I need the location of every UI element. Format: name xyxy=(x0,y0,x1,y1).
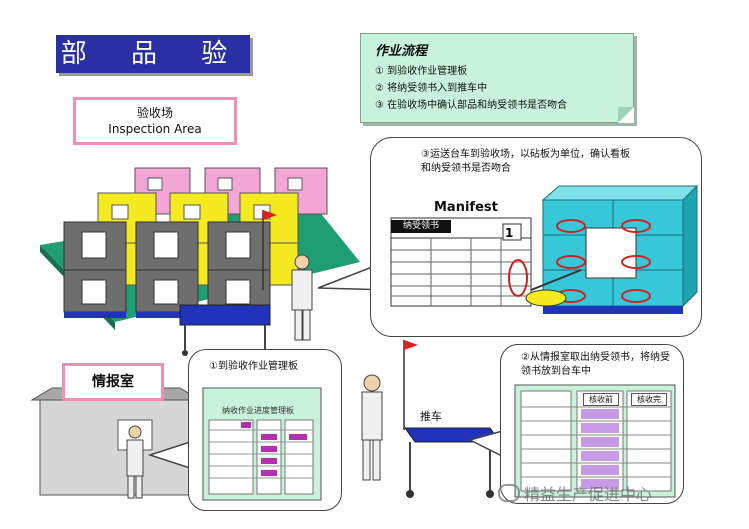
crate-stack-front xyxy=(63,221,271,318)
crate-stack-back xyxy=(134,167,328,215)
inspection-area-label-zh: 验收场 xyxy=(136,106,173,120)
management-board-illustration xyxy=(202,387,322,501)
board-title: 纳收作业进度管理板 xyxy=(222,406,294,415)
column-after-check: 核收完 xyxy=(631,393,667,406)
bubble-step-2: ②从情报室取出纳受领书，将纳受 领书放到台车中 核收前 核收完 xyxy=(500,344,684,504)
cart-label: 推车 xyxy=(420,410,442,423)
document-rack-illustration xyxy=(514,384,676,498)
receipt-document-tag: 纳受领书 xyxy=(391,220,451,233)
workflow-step-1: ① 到验收作业管理板 xyxy=(375,66,468,77)
manifest-number: 1 xyxy=(505,226,514,240)
info-office-building xyxy=(30,387,202,499)
watermark-text: 精益生产促进中心 xyxy=(524,485,653,504)
flag-marker xyxy=(262,210,277,290)
worker-with-cart-area xyxy=(179,254,313,356)
bubble2-text-line1: ②从情报室取出纳受领书，将纳受 xyxy=(521,352,670,363)
inspection-area-label: 验收场 Inspection Area xyxy=(73,97,237,145)
manifest-title: Manifest xyxy=(434,200,498,215)
workflow-step-3: ③ 在验收场中确认部品和纳受领书是否吻合 xyxy=(375,100,568,111)
manifest-illustration xyxy=(390,184,699,314)
worker-with-cart-bottom xyxy=(361,340,501,498)
page-title: 部 品 验 收 xyxy=(56,35,250,107)
bubble3-text-line2: 和纳受领书是否吻合 xyxy=(421,163,511,174)
info-office-label: 情报室 xyxy=(62,363,164,401)
bubble-step-3: ③运送台车到验收场，以砧板为单位，确认看板 和纳受领书是否吻合 1 xyxy=(370,137,702,337)
watermark: 精益生产促进中心 xyxy=(498,481,652,505)
bubble1-text: ①到验收作业管理板 xyxy=(209,361,298,372)
column-before-check: 核收前 xyxy=(583,393,619,406)
inspection-area-label-en: Inspection Area xyxy=(108,122,202,136)
workflow-step-2: ② 将纳受领书入到推车中 xyxy=(375,83,488,94)
chat-icon xyxy=(498,484,520,502)
bubble2-text-line2: 领书放到台车中 xyxy=(521,366,591,377)
workflow-card: 作业流程 ① 到验收作业管理板 ② 将纳受领书入到推车中 ③ 在验收场中确认部品… xyxy=(360,33,634,123)
workflow-title: 作业流程 xyxy=(375,44,428,59)
bubble-step-1: ①到验收作业管理板 纳收作业进度管理板 xyxy=(188,349,342,511)
highlight-ring xyxy=(508,259,528,297)
bubble3-text-line1: ③运送台车到验收场，以砧板为单位，确认看板 xyxy=(421,149,630,160)
